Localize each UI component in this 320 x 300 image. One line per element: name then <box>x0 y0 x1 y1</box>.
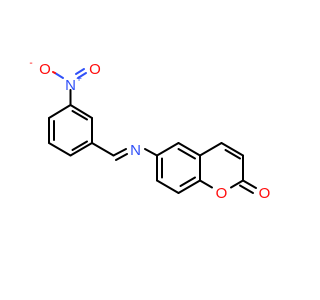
bond <box>71 110 88 121</box>
bond <box>48 104 72 119</box>
carbonyl-oxygen-label: O <box>259 185 271 202</box>
bond <box>52 71 56 74</box>
bond <box>177 148 196 160</box>
bond <box>239 184 254 194</box>
bond <box>77 72 87 79</box>
bond <box>242 179 257 189</box>
nitro-bond-layer <box>52 68 87 79</box>
structure-canvas: N + O - O N O O <box>29 58 271 202</box>
bond-layer <box>48 89 257 194</box>
bond <box>179 176 196 187</box>
bond <box>199 142 223 157</box>
bond <box>156 179 180 194</box>
bond <box>69 142 93 157</box>
bond <box>112 148 127 157</box>
bond <box>144 148 158 157</box>
bond <box>230 179 244 189</box>
bond <box>224 149 241 160</box>
bond <box>220 142 244 157</box>
bond <box>75 68 85 75</box>
bond <box>199 179 213 189</box>
bond <box>71 140 88 151</box>
ring-oxygen-label: O <box>216 185 228 202</box>
bond <box>48 142 72 157</box>
bond <box>91 142 115 157</box>
nitro-nitrogen-label: N <box>65 77 76 94</box>
nitro-oxygen-right-label: O <box>89 61 101 78</box>
bond <box>177 142 201 157</box>
bond <box>156 142 180 157</box>
molecule-structure-diagram: N + O - O N O O <box>29 58 270 202</box>
bond <box>54 72 64 79</box>
atom-label-layer: N + O - O N O O <box>29 58 270 202</box>
bond <box>69 104 93 119</box>
nitro-oxygen-left-charge: - <box>29 58 32 69</box>
bond <box>115 153 128 161</box>
bond <box>177 179 201 194</box>
imine-nitrogen-label: N <box>130 142 141 159</box>
nitro-oxygen-left-label: O <box>39 61 51 78</box>
nitro-nitrogen-charge: + <box>76 74 82 85</box>
